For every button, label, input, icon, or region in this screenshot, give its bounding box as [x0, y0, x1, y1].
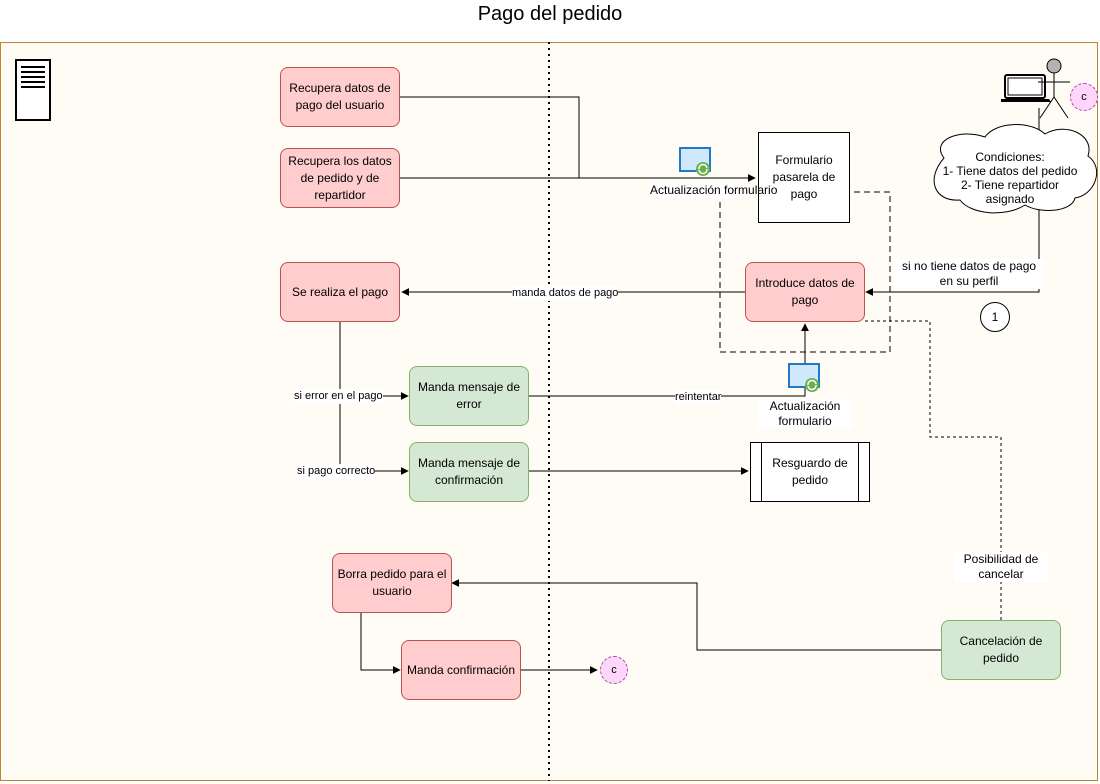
node-manda-confirmacion[interactable]: Manda confirmación: [401, 640, 521, 700]
label-sin-datos-pago: si no tiene datos de pago en su perfil: [894, 259, 1044, 289]
label-pago-correcto: si pago correcto: [297, 464, 376, 479]
node-introduce-datos-pago[interactable]: Introduce datos de pago: [745, 262, 865, 322]
node-condiciones: Condiciones: 1- Tiene datos del pedido 2…: [942, 150, 1078, 206]
node-resguardo-pedido[interactable]: Resguardo de pedido: [750, 442, 870, 502]
dashed-frame: [719, 191, 891, 353]
edge-cancelacion-to-borra: [451, 579, 941, 651]
edge-pago-to-formulario: [399, 96, 756, 182]
connector-c-top: c: [1070, 83, 1098, 111]
edge-posibilidad-cancelar: [865, 320, 1002, 620]
server-icon: [15, 59, 51, 121]
node-mensaje-confirmacion[interactable]: Manda mensaje de confirmación: [409, 442, 529, 502]
step-number-badge: 1: [980, 302, 1010, 332]
window-refresh-icon: [788, 363, 820, 392]
label-reintentar: reintentar: [675, 390, 722, 405]
node-formulario-pasarela[interactable]: Formulario pasarela de pago: [758, 132, 850, 223]
label-actualizacion-formulario: Actualización formulario: [650, 183, 778, 198]
label-posibilidad-cancelar: Posibilidad de cancelar: [954, 552, 1048, 582]
label-actualizacion-formulario: Actualización formulario: [758, 399, 852, 429]
condiciones-cloud: [933, 124, 1098, 214]
edge-borra-to-manda: [360, 613, 401, 674]
window-refresh-icon: [679, 147, 711, 176]
node-cancelacion-pedido[interactable]: Cancelación de pedido: [941, 620, 1061, 680]
laptop-icon: [1001, 74, 1051, 102]
label-manda-datos-pago: manda datos de pago: [512, 286, 619, 301]
node-recupera-datos-pedido[interactable]: Recupera los datos de pedido y de repart…: [280, 148, 400, 208]
node-se-realiza-pago[interactable]: Se realiza el pago: [280, 262, 400, 322]
connector-c-bottom: c: [600, 656, 628, 684]
node-mensaje-error[interactable]: Manda mensaje de error: [409, 366, 529, 426]
edge-reintentar: [529, 323, 809, 397]
node-borra-pedido[interactable]: Borra pedido para el usuario: [332, 553, 452, 613]
swimlane: [0, 42, 1098, 781]
label-error-pago: si error en el pago: [294, 389, 383, 404]
user-stick-figure-icon: [1038, 58, 1070, 119]
diagram-title: Pago del pedido: [477, 3, 623, 25]
node-recupera-datos-pago[interactable]: Recupera datos de pago del usuario: [280, 67, 400, 127]
